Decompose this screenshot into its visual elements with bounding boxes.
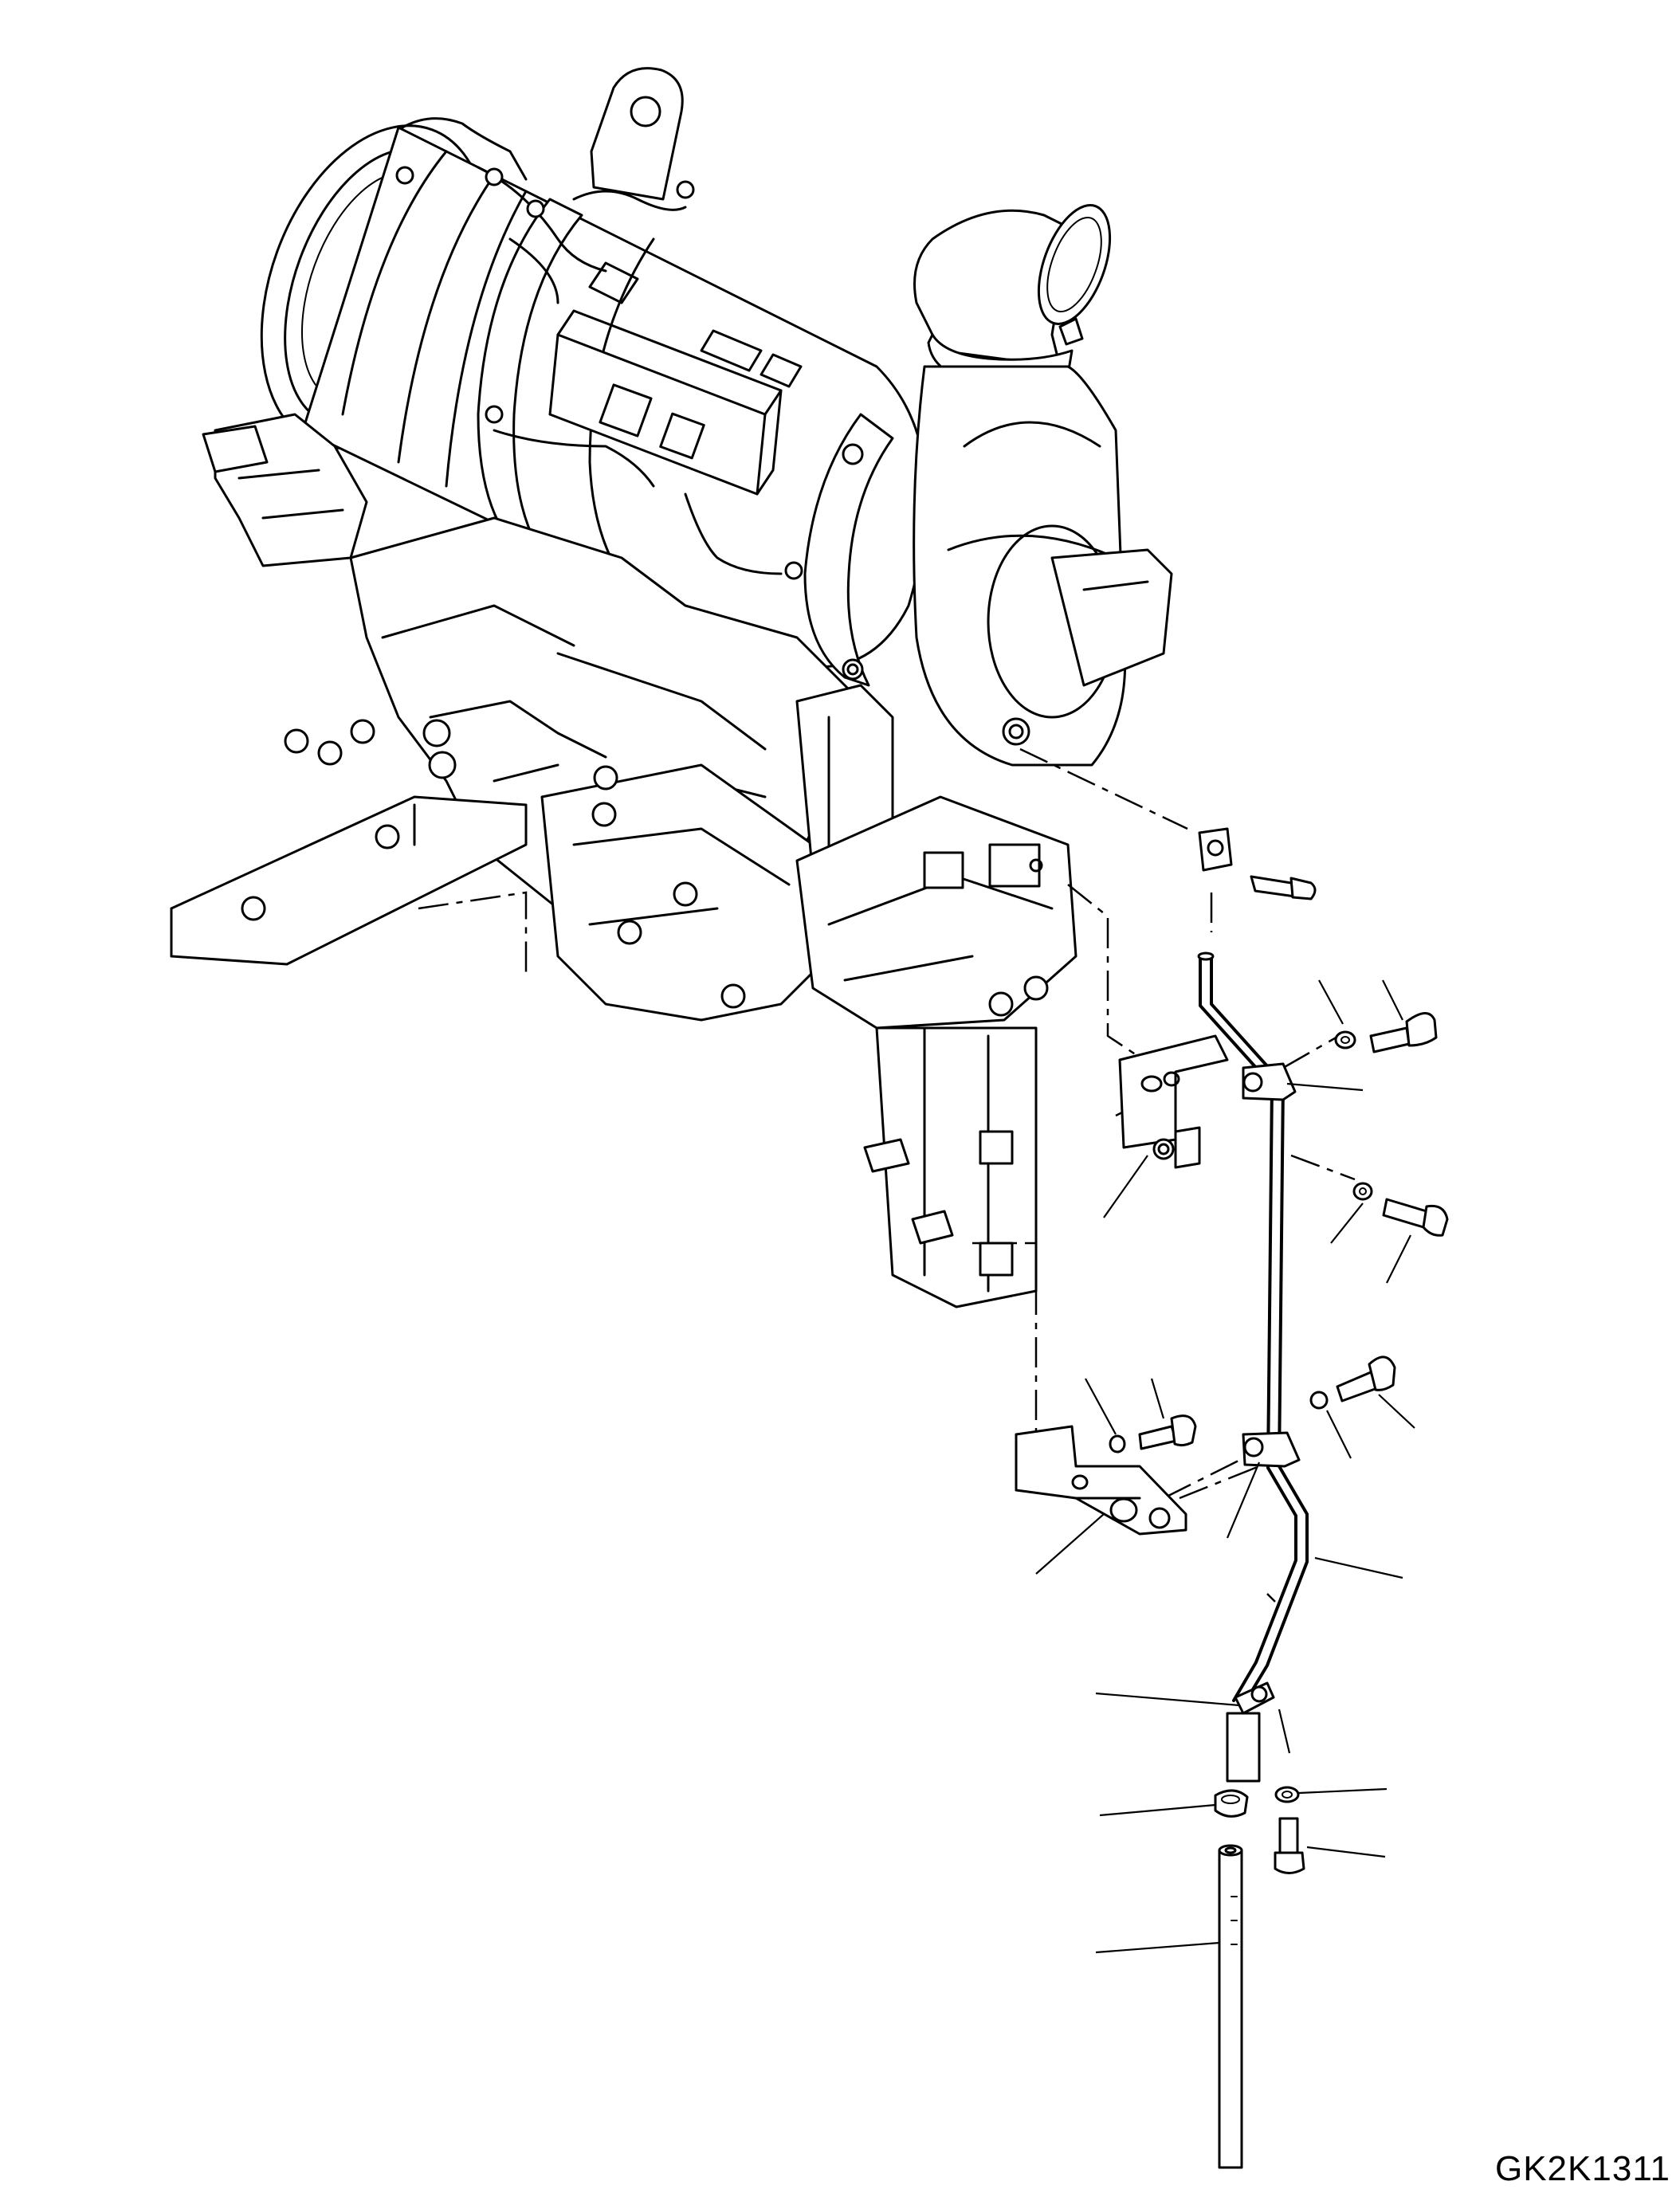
harness-wire-3 xyxy=(508,237,559,304)
upper-bolt xyxy=(1250,875,1317,900)
drawing-id-label: GK2K1311 xyxy=(1494,2149,1670,2188)
mounting-frame xyxy=(170,413,1077,1308)
right-end-ring xyxy=(803,413,894,687)
tube-end-fitting xyxy=(1226,1712,1261,1783)
lifting-eye-hole xyxy=(630,96,661,128)
leader-washer-2 xyxy=(1330,1202,1364,1244)
sensor-connector xyxy=(599,383,653,437)
upper-tube-clip xyxy=(1242,1062,1297,1101)
drain-tube xyxy=(1210,955,1309,1707)
washer-1 xyxy=(1334,1030,1356,1049)
leader-bolt-1 xyxy=(1382,979,1403,1021)
leader-drain-hose xyxy=(1095,1941,1220,1954)
bolt-2 xyxy=(1382,1198,1428,1229)
leader-washer-4 xyxy=(1085,1378,1117,1435)
harness-wire-4 xyxy=(493,429,655,488)
harness-wire-1 xyxy=(401,117,528,181)
leader-lines xyxy=(1035,979,1415,1954)
outlet-elbow xyxy=(913,204,1112,386)
washer-3 xyxy=(1309,1391,1329,1410)
lower-tube-clip xyxy=(1242,1431,1301,1468)
leader-bracket-lower xyxy=(1035,1513,1105,1575)
left-bracket-plate xyxy=(170,795,528,966)
upper-bracket xyxy=(1118,1034,1229,1169)
fasteners xyxy=(1109,1012,1449,1874)
leader-bolt-4 xyxy=(1150,1378,1165,1419)
leader-bolt-3 xyxy=(1378,1394,1415,1429)
rear-bracket-plate xyxy=(1050,548,1173,687)
harness-wire-5 xyxy=(684,492,783,575)
leader-tube xyxy=(1314,1556,1403,1579)
leader-clip-lower xyxy=(1226,1461,1261,1539)
leader-bracket-upper xyxy=(1103,1155,1148,1218)
leader-washer-1 xyxy=(1318,979,1344,1025)
bolt-4 xyxy=(1138,1425,1178,1450)
leader-clip-upper xyxy=(1286,1082,1364,1092)
leader-fitting xyxy=(1095,1692,1240,1707)
leader-bolt-2 xyxy=(1386,1234,1411,1284)
square-nut xyxy=(1198,827,1233,872)
mount-block-1 xyxy=(923,851,964,889)
harness-wire-2 xyxy=(477,166,607,273)
lifting-eye xyxy=(590,67,684,201)
leader-washer-5 xyxy=(1298,1787,1388,1795)
lower-bracket xyxy=(1015,1425,1187,1536)
washer-4 xyxy=(1109,1434,1126,1454)
leader-hose-clamp xyxy=(1099,1803,1216,1817)
silencer-housing xyxy=(913,365,1127,767)
vertical-post xyxy=(875,1026,1038,1308)
bolt-5 xyxy=(1278,1817,1299,1858)
drain-tube-assembly xyxy=(1197,951,1309,1783)
leader-fitting-bolt xyxy=(1278,1709,1291,1754)
drain-hose xyxy=(1218,1844,1243,2169)
exhaust-after-treatment-unit xyxy=(260,67,1173,767)
mount-block-2 xyxy=(988,843,1041,888)
bolt-1 xyxy=(1369,1026,1411,1053)
leader-bolt-5 xyxy=(1306,1846,1386,1858)
washer-2 xyxy=(1352,1182,1373,1201)
leader-washer-3 xyxy=(1326,1410,1352,1459)
washer-5 xyxy=(1274,1786,1300,1803)
